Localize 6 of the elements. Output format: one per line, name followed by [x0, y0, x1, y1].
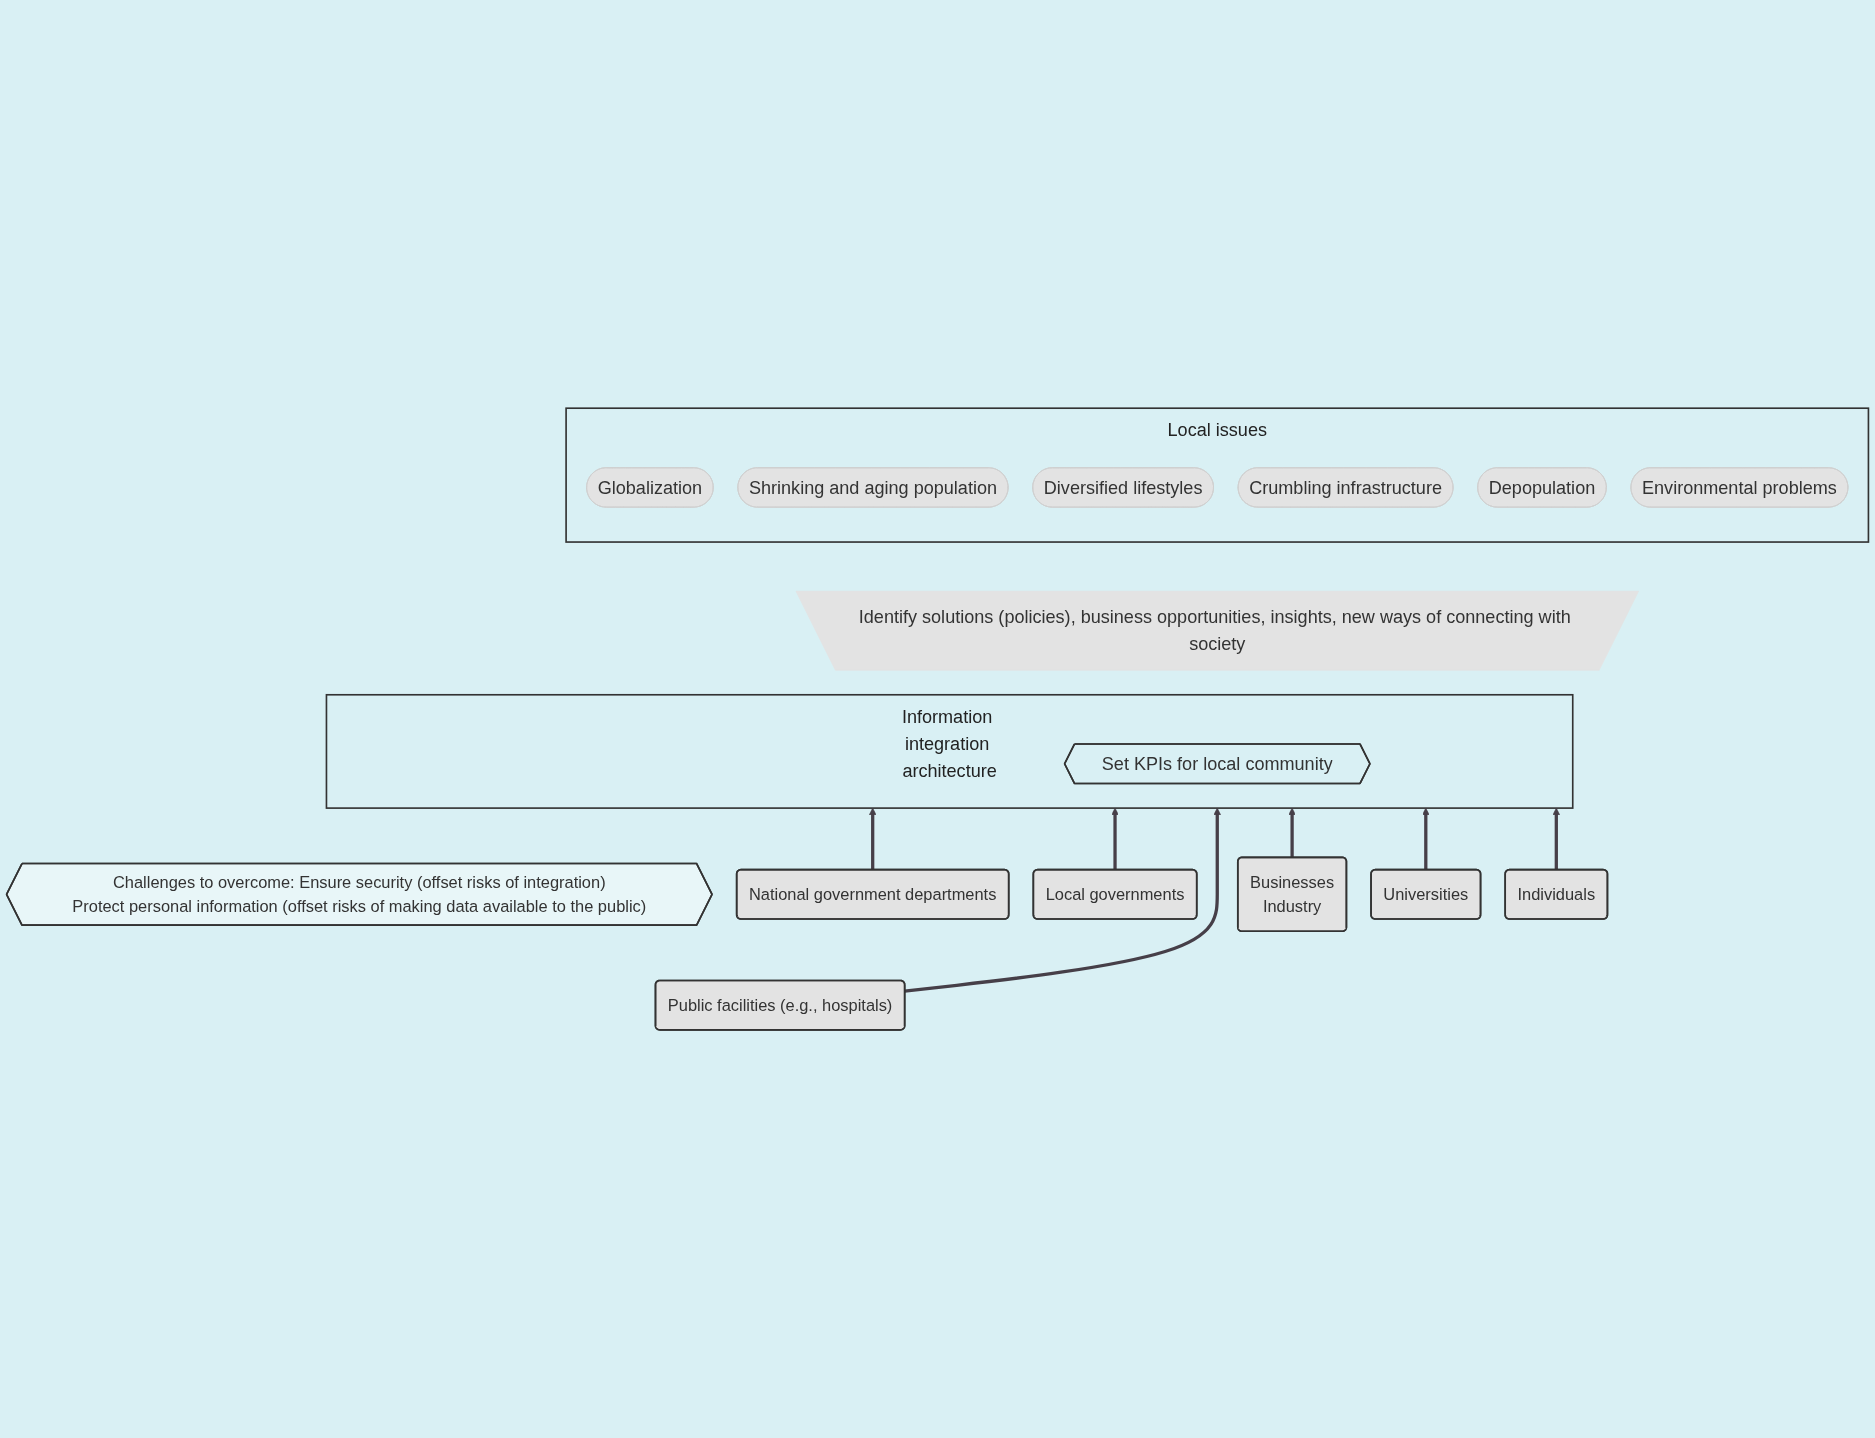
arrow — [1552, 807, 1560, 870]
arrow — [1288, 807, 1296, 858]
arrow — [1111, 807, 1119, 870]
arrow — [869, 807, 877, 870]
arrow — [1422, 807, 1430, 870]
arrow — [904, 807, 1221, 993]
